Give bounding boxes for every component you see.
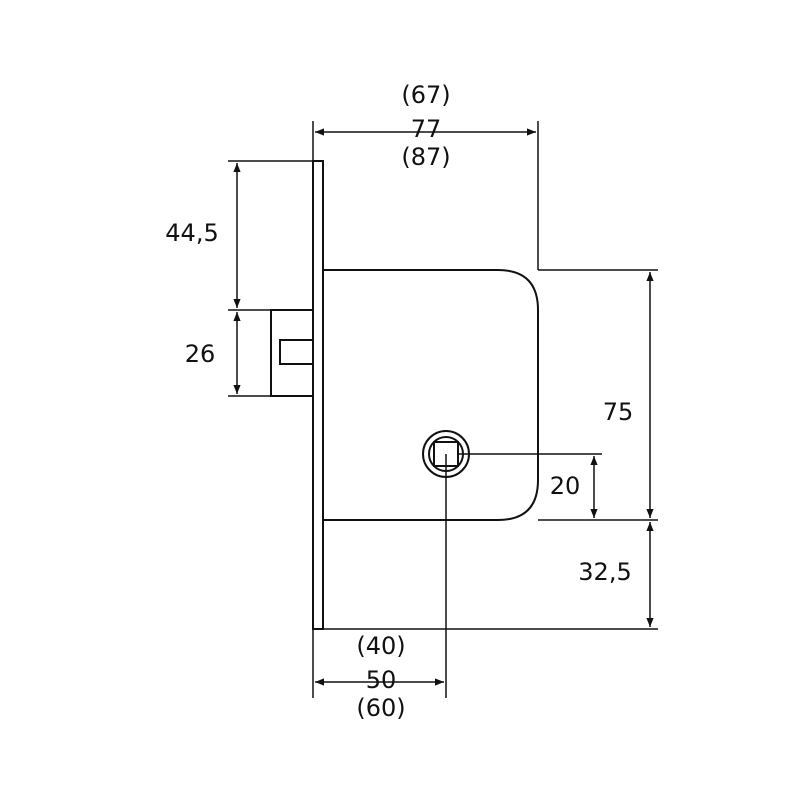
latch-bolt-slot bbox=[279, 339, 314, 365]
extension-lines bbox=[228, 121, 658, 698]
dim-width: 77 bbox=[411, 115, 442, 143]
dim-backset-max: (60) bbox=[356, 694, 405, 722]
dim-backset-min: (40) bbox=[356, 632, 405, 660]
faceplate bbox=[312, 160, 324, 630]
lock-body-outline bbox=[323, 269, 539, 521]
dim-latch-height: 26 bbox=[185, 340, 216, 368]
dim-body-height: 75 bbox=[603, 398, 634, 426]
dim-faceplate-top-offset: 44,5 bbox=[165, 219, 218, 247]
dim-spindle-offset: 20 bbox=[550, 472, 581, 500]
dim-backset: 50 bbox=[366, 666, 397, 694]
dim-width-min: (67) bbox=[401, 81, 450, 109]
dim-width-max: (87) bbox=[401, 143, 450, 171]
dim-faceplate-bottom-offset: 32,5 bbox=[578, 558, 631, 586]
dimension-arrows bbox=[233, 128, 654, 686]
